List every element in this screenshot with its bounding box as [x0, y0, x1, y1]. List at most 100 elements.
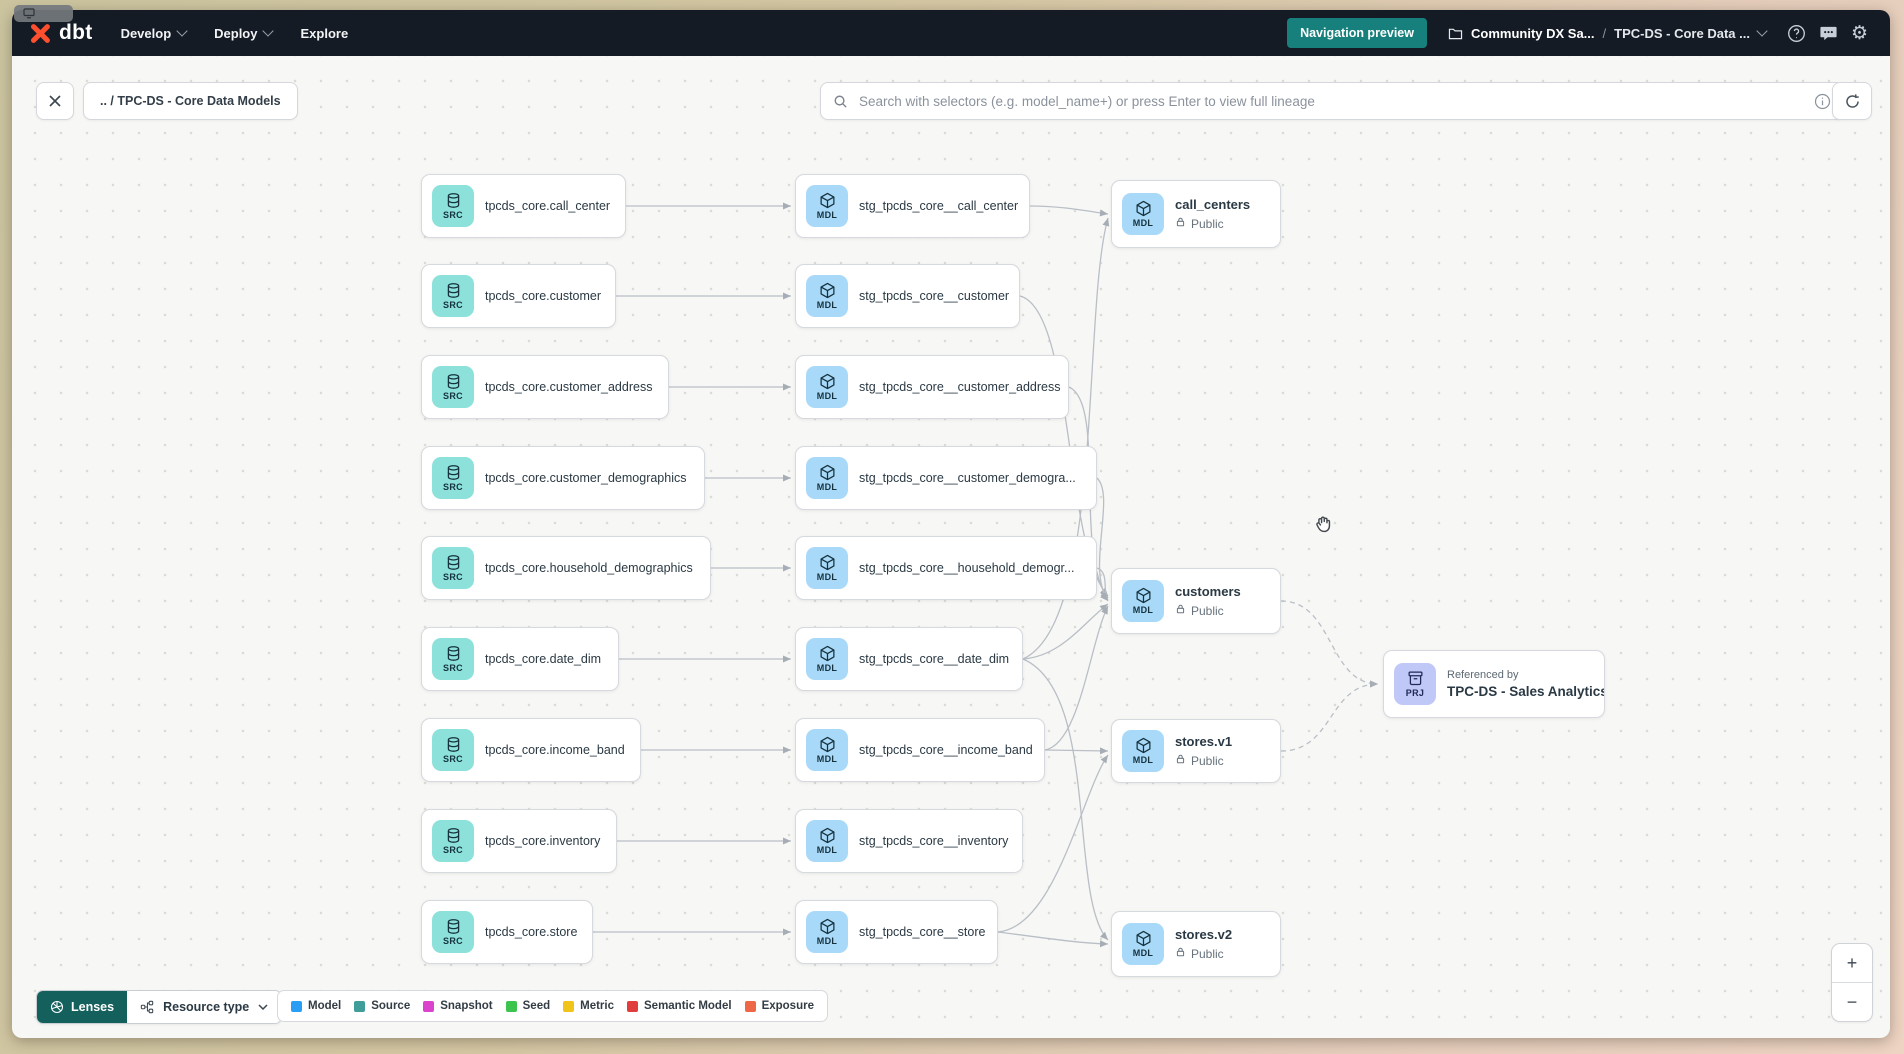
monitor-icon — [23, 8, 35, 19]
legend-item-exposure: Exposure — [744, 1000, 814, 1012]
node-label: tpcds_core.call_center — [485, 199, 611, 213]
lineage-breadcrumb-chip[interactable]: .. / TPC-DS - Core Data Models — [83, 82, 298, 120]
search-icon — [834, 95, 847, 108]
legend-swatch — [423, 1000, 435, 1012]
node-type-badge: MDL — [816, 845, 838, 855]
zoom-in-button[interactable]: + — [1846, 952, 1858, 973]
legend-swatch — [744, 1000, 756, 1012]
resource-type-dropdown[interactable]: Resource type — [127, 991, 282, 1023]
node-stg-customer[interactable]: MDL stg_tpcds_core__customer — [795, 264, 1020, 328]
nav-menu-explore[interactable]: Explore — [300, 26, 348, 41]
node-access-level: Public — [1175, 946, 1232, 961]
node-type-badge: MDL — [816, 300, 838, 310]
node-type-badge: SRC — [443, 936, 463, 946]
feedback-chat-icon[interactable] — [1819, 24, 1838, 43]
node-type-badge: SRC — [443, 572, 463, 582]
node-type-badge: SRC — [443, 300, 463, 310]
legend-label: Model — [308, 1000, 342, 1012]
node-src-customer[interactable]: SRC tpcds_core.customer — [421, 264, 616, 328]
nav-menu-deploy[interactable]: Deploy — [214, 25, 275, 41]
legend-label: Exposure — [761, 1000, 814, 1012]
src-type-icon: SRC — [432, 275, 474, 317]
node-text: stg_tpcds_core__customer — [859, 289, 1009, 303]
node-label: stg_tpcds_core__income_band — [859, 743, 1033, 757]
src-type-icon: SRC — [432, 547, 474, 589]
lenses-button-label: Lenses — [71, 1000, 115, 1014]
node-label: tpcds_core.customer — [485, 289, 602, 303]
breadcrumb-page[interactable]: TPC-DS - Core Data ... — [1614, 25, 1750, 41]
edge-stg-call-center-to-mdl-call-centers — [1029, 205, 1109, 217]
lenses-control-group: Lenses Resource type — [36, 990, 283, 1024]
src-type-icon: SRC — [432, 638, 474, 680]
src-type-icon: SRC — [432, 911, 474, 953]
folder-icon — [1448, 28, 1463, 39]
node-type-badge: MDL — [816, 936, 838, 946]
access-level-label: Public — [1191, 216, 1224, 231]
search-input[interactable] — [857, 92, 1805, 110]
breadcrumb[interactable]: Community DX Sa... / TPC-DS - Core Data … — [1448, 25, 1768, 41]
node-text: tpcds_core.customer_address — [485, 380, 652, 394]
nav-menu-develop[interactable]: Develop — [121, 25, 188, 41]
access-level-label: Public — [1191, 753, 1224, 768]
breadcrumb-separator: / — [1602, 25, 1607, 41]
lens-aperture-icon — [50, 1000, 64, 1014]
node-text: tpcds_core.customer_demographics — [485, 471, 687, 485]
legend-swatch — [291, 1000, 302, 1012]
legend-item-source: Source — [354, 1000, 410, 1012]
src-type-icon: SRC — [432, 820, 474, 862]
node-note: Referenced by — [1447, 669, 1519, 681]
edge-stg-customer-demographics-to-mdl-customers — [1096, 477, 1109, 601]
node-label: call_centers — [1175, 197, 1251, 212]
node-text: stg_tpcds_core__customer_address — [859, 380, 1061, 394]
lock-icon — [1175, 603, 1186, 618]
lenses-button[interactable]: Lenses — [37, 991, 128, 1023]
node-type-badge: MDL — [1132, 755, 1154, 765]
node-text: stg_tpcds_core__inventory — [859, 834, 1008, 848]
node-text: tpcds_core.call_center — [485, 199, 610, 213]
zoom-out-button[interactable]: − — [1832, 982, 1872, 1021]
lineage-edges — [593, 202, 1379, 948]
node-stg-inventory[interactable]: MDL stg_tpcds_core__inventory — [795, 809, 1023, 873]
mdl-type-icon: MDL — [1122, 730, 1164, 772]
node-type-badge: PRJ — [1405, 688, 1425, 698]
legend-item-model: Model — [291, 1000, 341, 1012]
node-type-badge: SRC — [443, 482, 463, 492]
dbt-logo[interactable]: dbt — [28, 21, 93, 46]
top-navigation-bar: dbt Develop Deploy Explore Navigation pr… — [12, 10, 1890, 56]
node-type-badge: MDL — [1132, 948, 1154, 958]
node-src-customer-demographics[interactable]: SRC tpcds_core.customer_demographics — [421, 446, 705, 510]
close-lineage-button[interactable] — [36, 82, 74, 120]
zoom-controls: + − — [1831, 943, 1873, 1022]
info-icon[interactable] — [1814, 93, 1831, 110]
chevron-down-icon[interactable] — [1756, 25, 1768, 37]
legend-label: Metric — [580, 1000, 614, 1012]
help-icon[interactable] — [1787, 24, 1806, 43]
breadcrumb-project[interactable]: Community DX Sa... — [1471, 25, 1595, 41]
node-text: tpcds_core.income_band — [485, 743, 625, 757]
node-type-badge: SRC — [443, 845, 463, 855]
settings-gear-icon[interactable]: ⚙ — [1850, 21, 1868, 44]
node-type-badge: SRC — [443, 663, 463, 673]
refresh-lineage-button[interactable] — [1832, 82, 1872, 120]
navigation-preview-button[interactable]: Navigation preview — [1287, 18, 1427, 48]
